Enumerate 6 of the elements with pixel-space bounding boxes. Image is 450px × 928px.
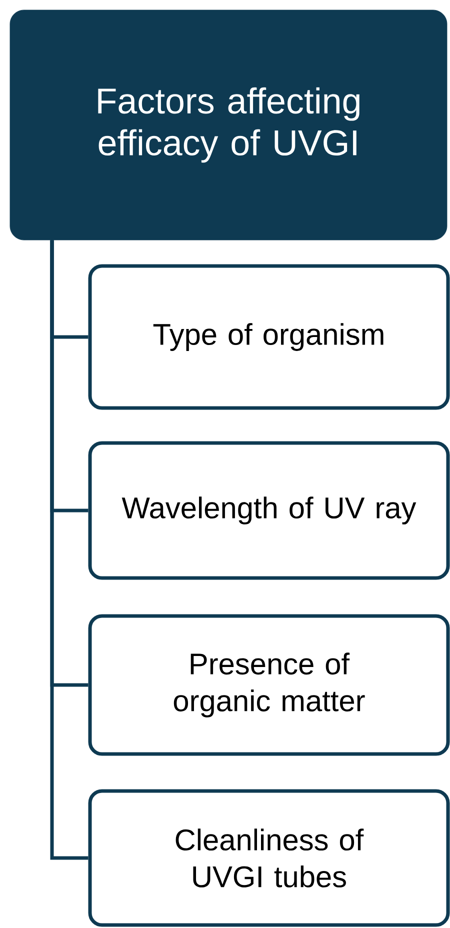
factor-box: Presence of organic matter: [88, 614, 450, 756]
factor-box: Wavelength of UV ray: [88, 441, 450, 580]
factor-box: Type of organism: [88, 264, 450, 410]
connector-line: [50, 240, 88, 860]
heading-box: Factors affecting efficacy of UVGI: [10, 10, 448, 240]
factor-box: Cleanliness of UVGI tubes: [88, 789, 450, 927]
